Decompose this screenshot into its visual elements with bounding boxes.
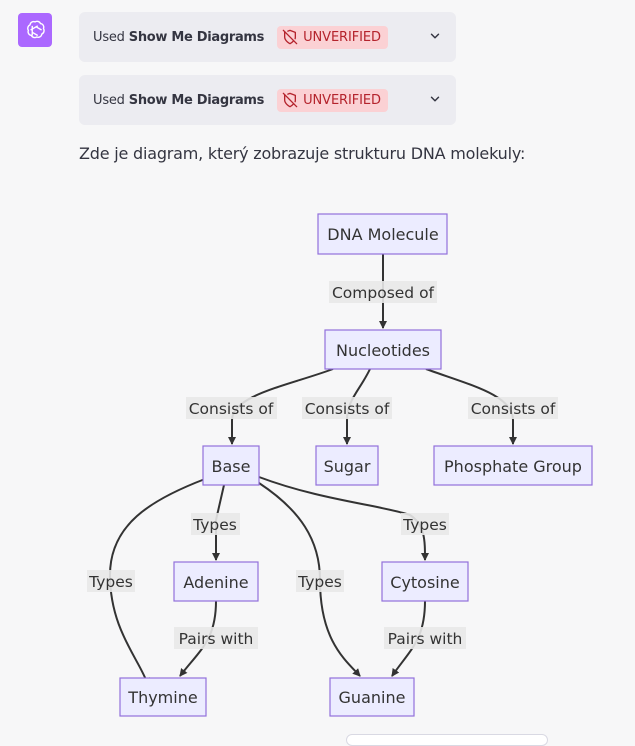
- svg-text:Consists of: Consists of: [471, 400, 556, 418]
- edge-label: Pairs with: [384, 627, 466, 649]
- edge-label: Consists of: [186, 397, 277, 419]
- edge-label: Types: [87, 570, 135, 592]
- used-label: Used: [93, 92, 125, 108]
- edge-label: Consists of: [468, 397, 558, 419]
- svg-text:DNA Molecule: DNA Molecule: [327, 225, 438, 244]
- svg-text:Adenine: Adenine: [183, 573, 248, 592]
- used-label: Used: [93, 29, 125, 45]
- message-text: Zde je diagram, který zobrazuje struktur…: [79, 144, 526, 163]
- svg-text:Base: Base: [212, 457, 251, 476]
- svg-text:Nucleotides: Nucleotides: [336, 341, 430, 360]
- unverified-badge: UNVERIFIED: [277, 88, 388, 112]
- plugin-name: Show Me Diagrams: [128, 92, 265, 108]
- node-adenine: Adenine: [173, 561, 259, 602]
- svg-text:Sugar: Sugar: [324, 457, 371, 476]
- plugin-name: Show Me Diagrams: [128, 29, 265, 45]
- edge-label: Consists of: [302, 397, 392, 419]
- chevron-down-icon[interactable]: [428, 29, 442, 43]
- svg-text:Consists of: Consists of: [305, 400, 390, 418]
- openai-logo-icon: [27, 20, 45, 39]
- plugin-call-bar[interactable]: Used Show Me Diagrams UNVERIFIED: [79, 75, 456, 125]
- shield-off-icon: [282, 29, 298, 45]
- svg-text:Composed of: Composed of: [332, 284, 435, 302]
- node-cytosine: Cytosine: [381, 561, 469, 602]
- badge-label: UNVERIFIED: [303, 29, 381, 45]
- svg-text:Thymine: Thymine: [127, 688, 197, 707]
- svg-text:Phosphate Group: Phosphate Group: [444, 457, 582, 476]
- assistant-avatar: [18, 13, 52, 47]
- svg-text:Types: Types: [402, 516, 447, 534]
- svg-text:Pairs with: Pairs with: [388, 630, 463, 648]
- node-guanine: Guanine: [329, 677, 415, 717]
- svg-text:Guanine: Guanine: [339, 688, 406, 707]
- svg-text:Consists of: Consists of: [189, 400, 274, 418]
- badge-label: UNVERIFIED: [303, 92, 381, 108]
- edge-base-cytosine: [258, 476, 429, 561]
- node-base: Base: [202, 445, 260, 486]
- node-thymine: Thymine: [119, 677, 207, 717]
- edge-label: Types: [191, 513, 240, 535]
- node-dna-molecule: DNA Molecule: [317, 213, 448, 255]
- edge-label: Types: [296, 570, 344, 592]
- svg-text:Cytosine: Cytosine: [390, 573, 459, 592]
- node-nucleotides: Nucleotides: [324, 329, 442, 370]
- edge-label: Pairs with: [174, 627, 258, 649]
- shield-off-icon: [282, 92, 298, 108]
- svg-text:Types: Types: [192, 516, 237, 534]
- chevron-down-icon[interactable]: [428, 92, 442, 106]
- plugin-call-bar[interactable]: Used Show Me Diagrams UNVERIFIED: [79, 12, 456, 62]
- svg-text:Pairs with: Pairs with: [179, 630, 254, 648]
- node-sugar: Sugar: [315, 445, 379, 486]
- edge-label: Types: [401, 513, 449, 535]
- svg-text:Types: Types: [297, 573, 342, 591]
- edge-label: Composed of: [329, 281, 437, 303]
- node-phosphate-group: Phosphate Group: [433, 445, 593, 486]
- scroll-to-bottom-hint: [346, 734, 548, 746]
- svg-text:Types: Types: [88, 573, 133, 591]
- unverified-badge: UNVERIFIED: [277, 25, 388, 49]
